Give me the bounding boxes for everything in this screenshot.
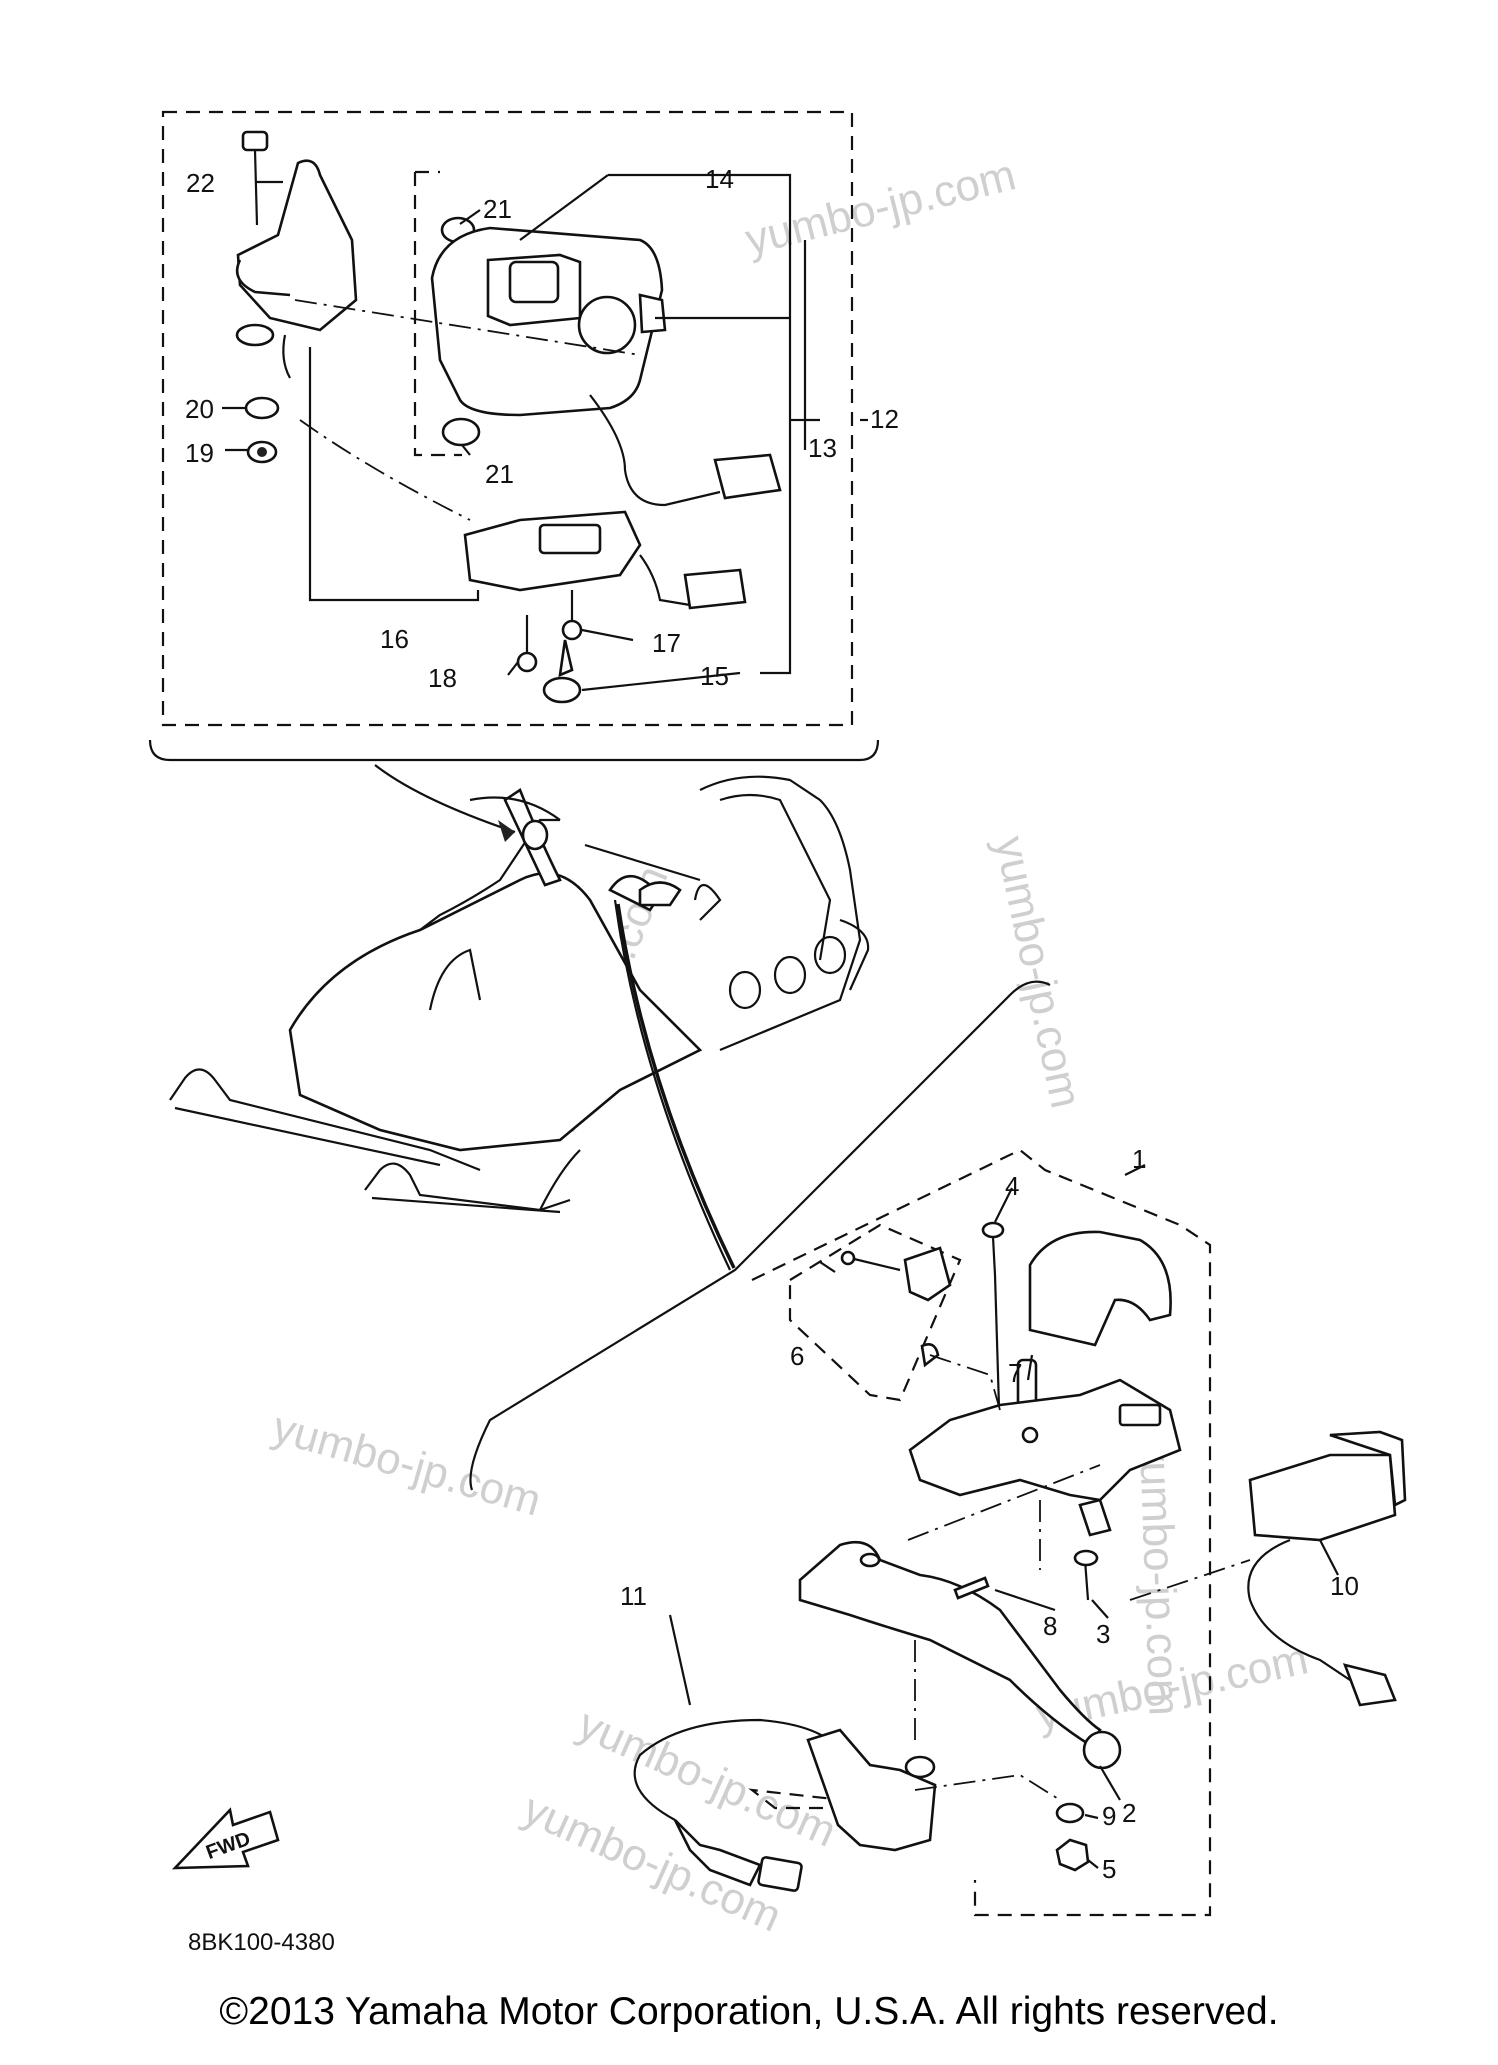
callout-label: 7 xyxy=(1008,1358,1022,1388)
callout-label: 17 xyxy=(652,628,681,658)
callout-label: 20 xyxy=(185,394,214,424)
callout-label: 11 xyxy=(620,1581,647,1611)
copyright-notice: ©2013 Yamaha Motor Corporation, U.S.A. A… xyxy=(219,1990,1279,2033)
callout-label: 1 xyxy=(1132,1144,1146,1174)
callout-label: 3 xyxy=(1096,1619,1110,1649)
callout-label: 18 xyxy=(428,663,457,693)
fwd-arrow-icon: FWD xyxy=(171,1807,280,1870)
callout-label: 12 xyxy=(870,404,899,434)
callout-label: 5 xyxy=(1102,1854,1116,1884)
callout-labels: 1 2 3 4 5 6 7 8 9 10 11 12 13 14 15 16 1… xyxy=(185,164,1359,1884)
inset-housing-assembly xyxy=(148,110,880,762)
callout-label: 19 xyxy=(185,438,214,468)
callout-label: 8 xyxy=(1043,1611,1057,1641)
callout-label: 15 xyxy=(700,661,729,691)
callout-label: 21 xyxy=(485,459,514,489)
snowmobile-outline xyxy=(169,764,1051,1491)
brake-lever-assembly xyxy=(633,1148,1407,1917)
watermark-3: yumbo-jp.com xyxy=(985,832,1090,1112)
callout-label: 13 xyxy=(808,433,837,463)
callout-label: 10 xyxy=(1330,1571,1359,1601)
watermark-1: yumbo-jp.com xyxy=(741,150,1021,264)
callout-label: 22 xyxy=(186,168,215,198)
callout-label: 14 xyxy=(705,164,734,194)
drawing-code: 8BK100-4380 xyxy=(188,1929,335,1956)
watermark-7: yumbo-jp.com xyxy=(1130,1439,1189,1717)
callout-label: 6 xyxy=(790,1341,804,1371)
watermark-4: yumbo-jp.com xyxy=(267,1403,546,1526)
callout-label: 4 xyxy=(1005,1171,1019,1201)
callout-label: 9 xyxy=(1102,1801,1116,1831)
callout-label: 16 xyxy=(380,624,409,654)
callout-label: 21 xyxy=(483,194,512,224)
callout-label: 2 xyxy=(1122,1798,1136,1828)
